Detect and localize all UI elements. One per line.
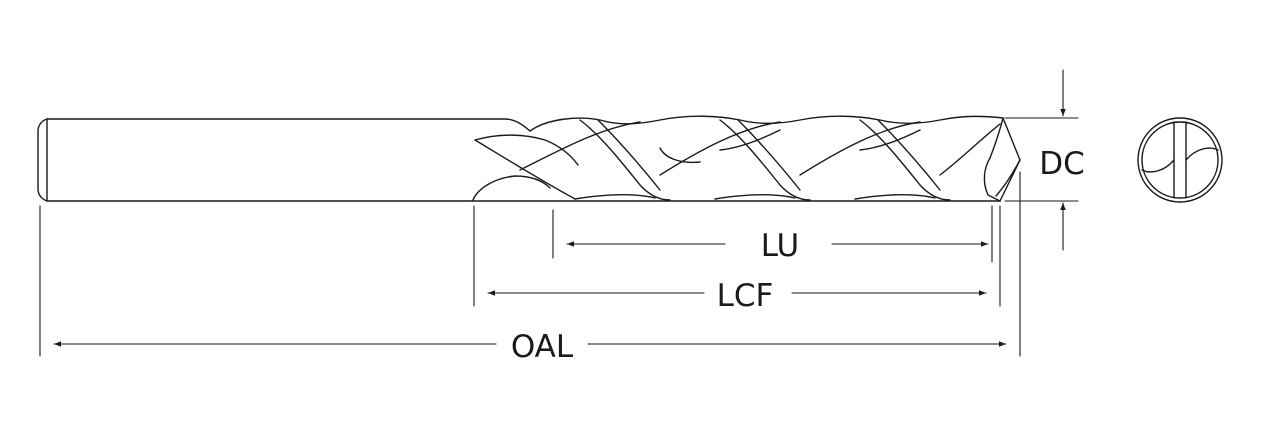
drill-tip: [983, 117, 1021, 202]
oal-label: OAL: [511, 329, 574, 365]
end-view: [1137, 117, 1223, 203]
lcf-label: LCF: [717, 278, 774, 314]
lcf-dimension: [473, 205, 1001, 307]
lu-dimension: [552, 205, 993, 263]
oal-dimension: [39, 171, 1021, 357]
dc-dimension: [1004, 69, 1079, 251]
drill-shank: [37, 118, 531, 202]
dc-label: DC: [1039, 146, 1085, 182]
drill-flutes: [471, 115, 1004, 202]
lu-label: LU: [761, 228, 799, 264]
